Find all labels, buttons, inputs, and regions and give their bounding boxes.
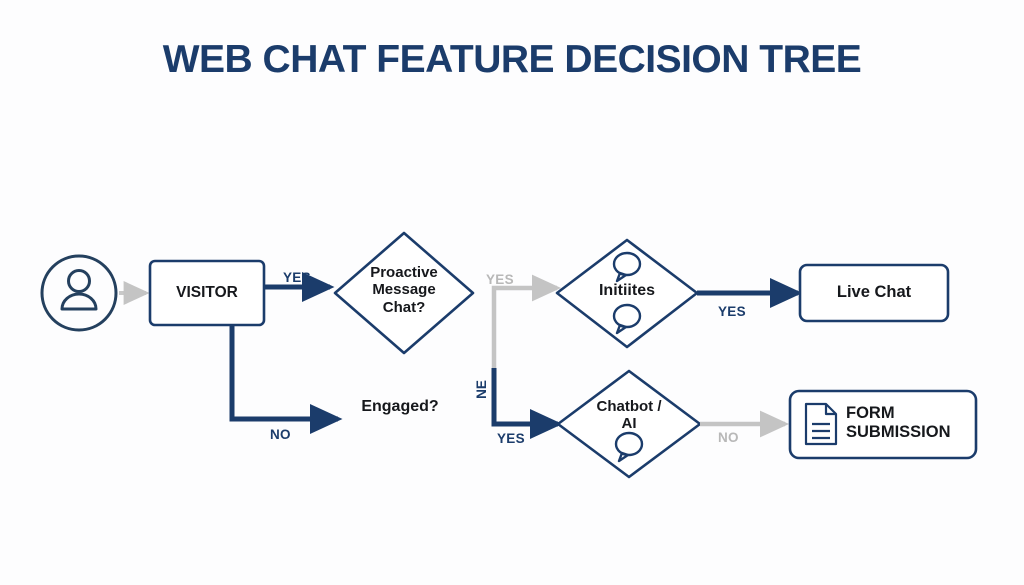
live-chat-label: Live Chat (836, 283, 912, 301)
edge-proactive-yes-down (491, 368, 563, 439)
proactive-label: Proactive Message Chat? (370, 264, 438, 316)
edge-label-chatbot-no: NO (718, 430, 739, 445)
form-submission-label: FORM SUBMISSION (846, 404, 951, 441)
speech-bubble-icon (612, 251, 642, 283)
edge-label-initiites-yes: YES (718, 304, 746, 319)
initiites-label: Initiites (598, 282, 655, 299)
speech-bubble-icon (612, 303, 642, 335)
initiites-diamond[interactable] (555, 238, 699, 349)
edge-visitor-no (229, 325, 343, 434)
user-avatar-icon (40, 254, 118, 332)
edge-label-proactive-down-yes: YES (497, 431, 525, 446)
engaged-label: Engaged? (361, 398, 439, 415)
proactive-diamond[interactable] (333, 231, 475, 355)
edge-label-visitor-no: NO (270, 427, 291, 442)
visitor-label: VISITOR (176, 284, 238, 301)
chatbot-diamond[interactable] (556, 369, 702, 479)
visitor-box[interactable] (148, 259, 266, 327)
speech-bubble-icon (614, 431, 644, 463)
edge-label-branch-ne: NE (473, 380, 489, 399)
edge-proactive-yes-up (491, 274, 562, 370)
page-title: WEB CHAT FEATURE DECISION TREE (162, 38, 862, 81)
live-chat-box[interactable] (798, 263, 950, 323)
document-icon (804, 402, 838, 446)
edge-label-proactive-up-yes: YES (486, 272, 514, 287)
chatbot-label: Chatbot / AI (596, 398, 662, 433)
edge-label-visitor-yes: YES (283, 270, 311, 285)
